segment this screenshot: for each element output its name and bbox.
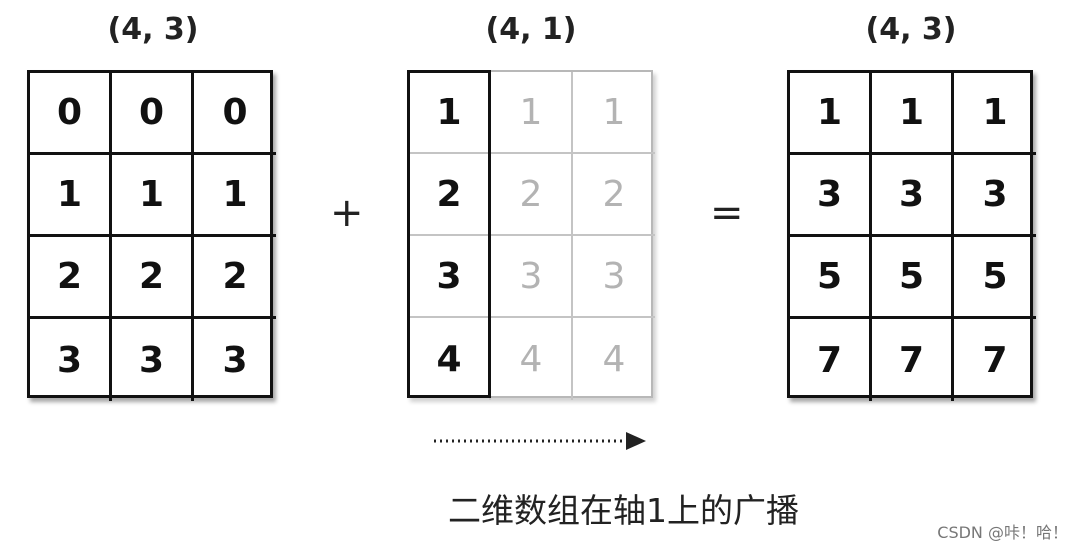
right-cell: 5: [790, 237, 872, 319]
left-shape-label: (4, 3): [107, 12, 199, 47]
right-cell: 3: [790, 155, 872, 237]
middle-broadcast-cell: 2: [573, 154, 655, 236]
middle-broadcast-cell: 2: [491, 154, 573, 236]
watermark: CSDN @咔！哈！: [937, 523, 1068, 542]
right-cell: 5: [872, 237, 954, 319]
middle-cell: 3: [409, 236, 491, 318]
right-cell: 3: [872, 155, 954, 237]
middle-broadcast-cell: 1: [573, 72, 655, 154]
right-cell: 5: [954, 237, 1036, 319]
left-cell: 0: [112, 73, 194, 155]
middle-broadcast-cell: 3: [491, 236, 573, 318]
right-array-grid: 1 1 1 3 3 3 5 5 5 7 7 7: [787, 70, 1036, 401]
right-cell: 3: [954, 155, 1036, 237]
left-cell: 1: [194, 155, 276, 237]
plus-operator: +: [330, 190, 364, 236]
right-cell: 7: [872, 319, 954, 401]
middle-array-grid: 1 1 1 2 2 2 3 3 3 4 4 4: [407, 70, 655, 400]
middle-broadcast-cell: 3: [573, 236, 655, 318]
left-cell: 0: [30, 73, 112, 155]
equals-operator: =: [710, 190, 744, 236]
middle-cell: 1: [409, 72, 491, 154]
right-shape-label: (4, 3): [865, 12, 957, 47]
left-cell: 1: [112, 155, 194, 237]
middle-shape-label: (4, 1): [485, 12, 577, 47]
right-cell: 1: [790, 73, 872, 155]
right-cell: 1: [872, 73, 954, 155]
middle-broadcast-cell: 1: [491, 72, 573, 154]
left-cell: 3: [30, 319, 112, 401]
left-cell: 1: [30, 155, 112, 237]
right-cell: 7: [982, 339, 1008, 381]
left-cell: 2: [112, 237, 194, 319]
broadcast-direction-arrow-icon: [434, 432, 646, 450]
right-cell: 1: [954, 73, 1036, 155]
left-cell: 2: [30, 237, 112, 319]
diagram-caption: 二维数组在轴1上的广播: [448, 491, 799, 530]
left-cell: 3: [112, 319, 194, 401]
left-cell: 3: [222, 339, 248, 381]
middle-cell: 2: [409, 154, 491, 236]
left-array-grid: 0 0 0 1 1 1 2 2 2 3 3 3: [27, 70, 276, 401]
middle-broadcast-cell: 4: [602, 338, 626, 380]
middle-broadcast-cell: 4: [491, 318, 573, 400]
middle-cell: 4: [409, 318, 491, 400]
left-cell: 0: [194, 73, 276, 155]
left-cell: 2: [194, 237, 276, 319]
right-cell: 7: [790, 319, 872, 401]
